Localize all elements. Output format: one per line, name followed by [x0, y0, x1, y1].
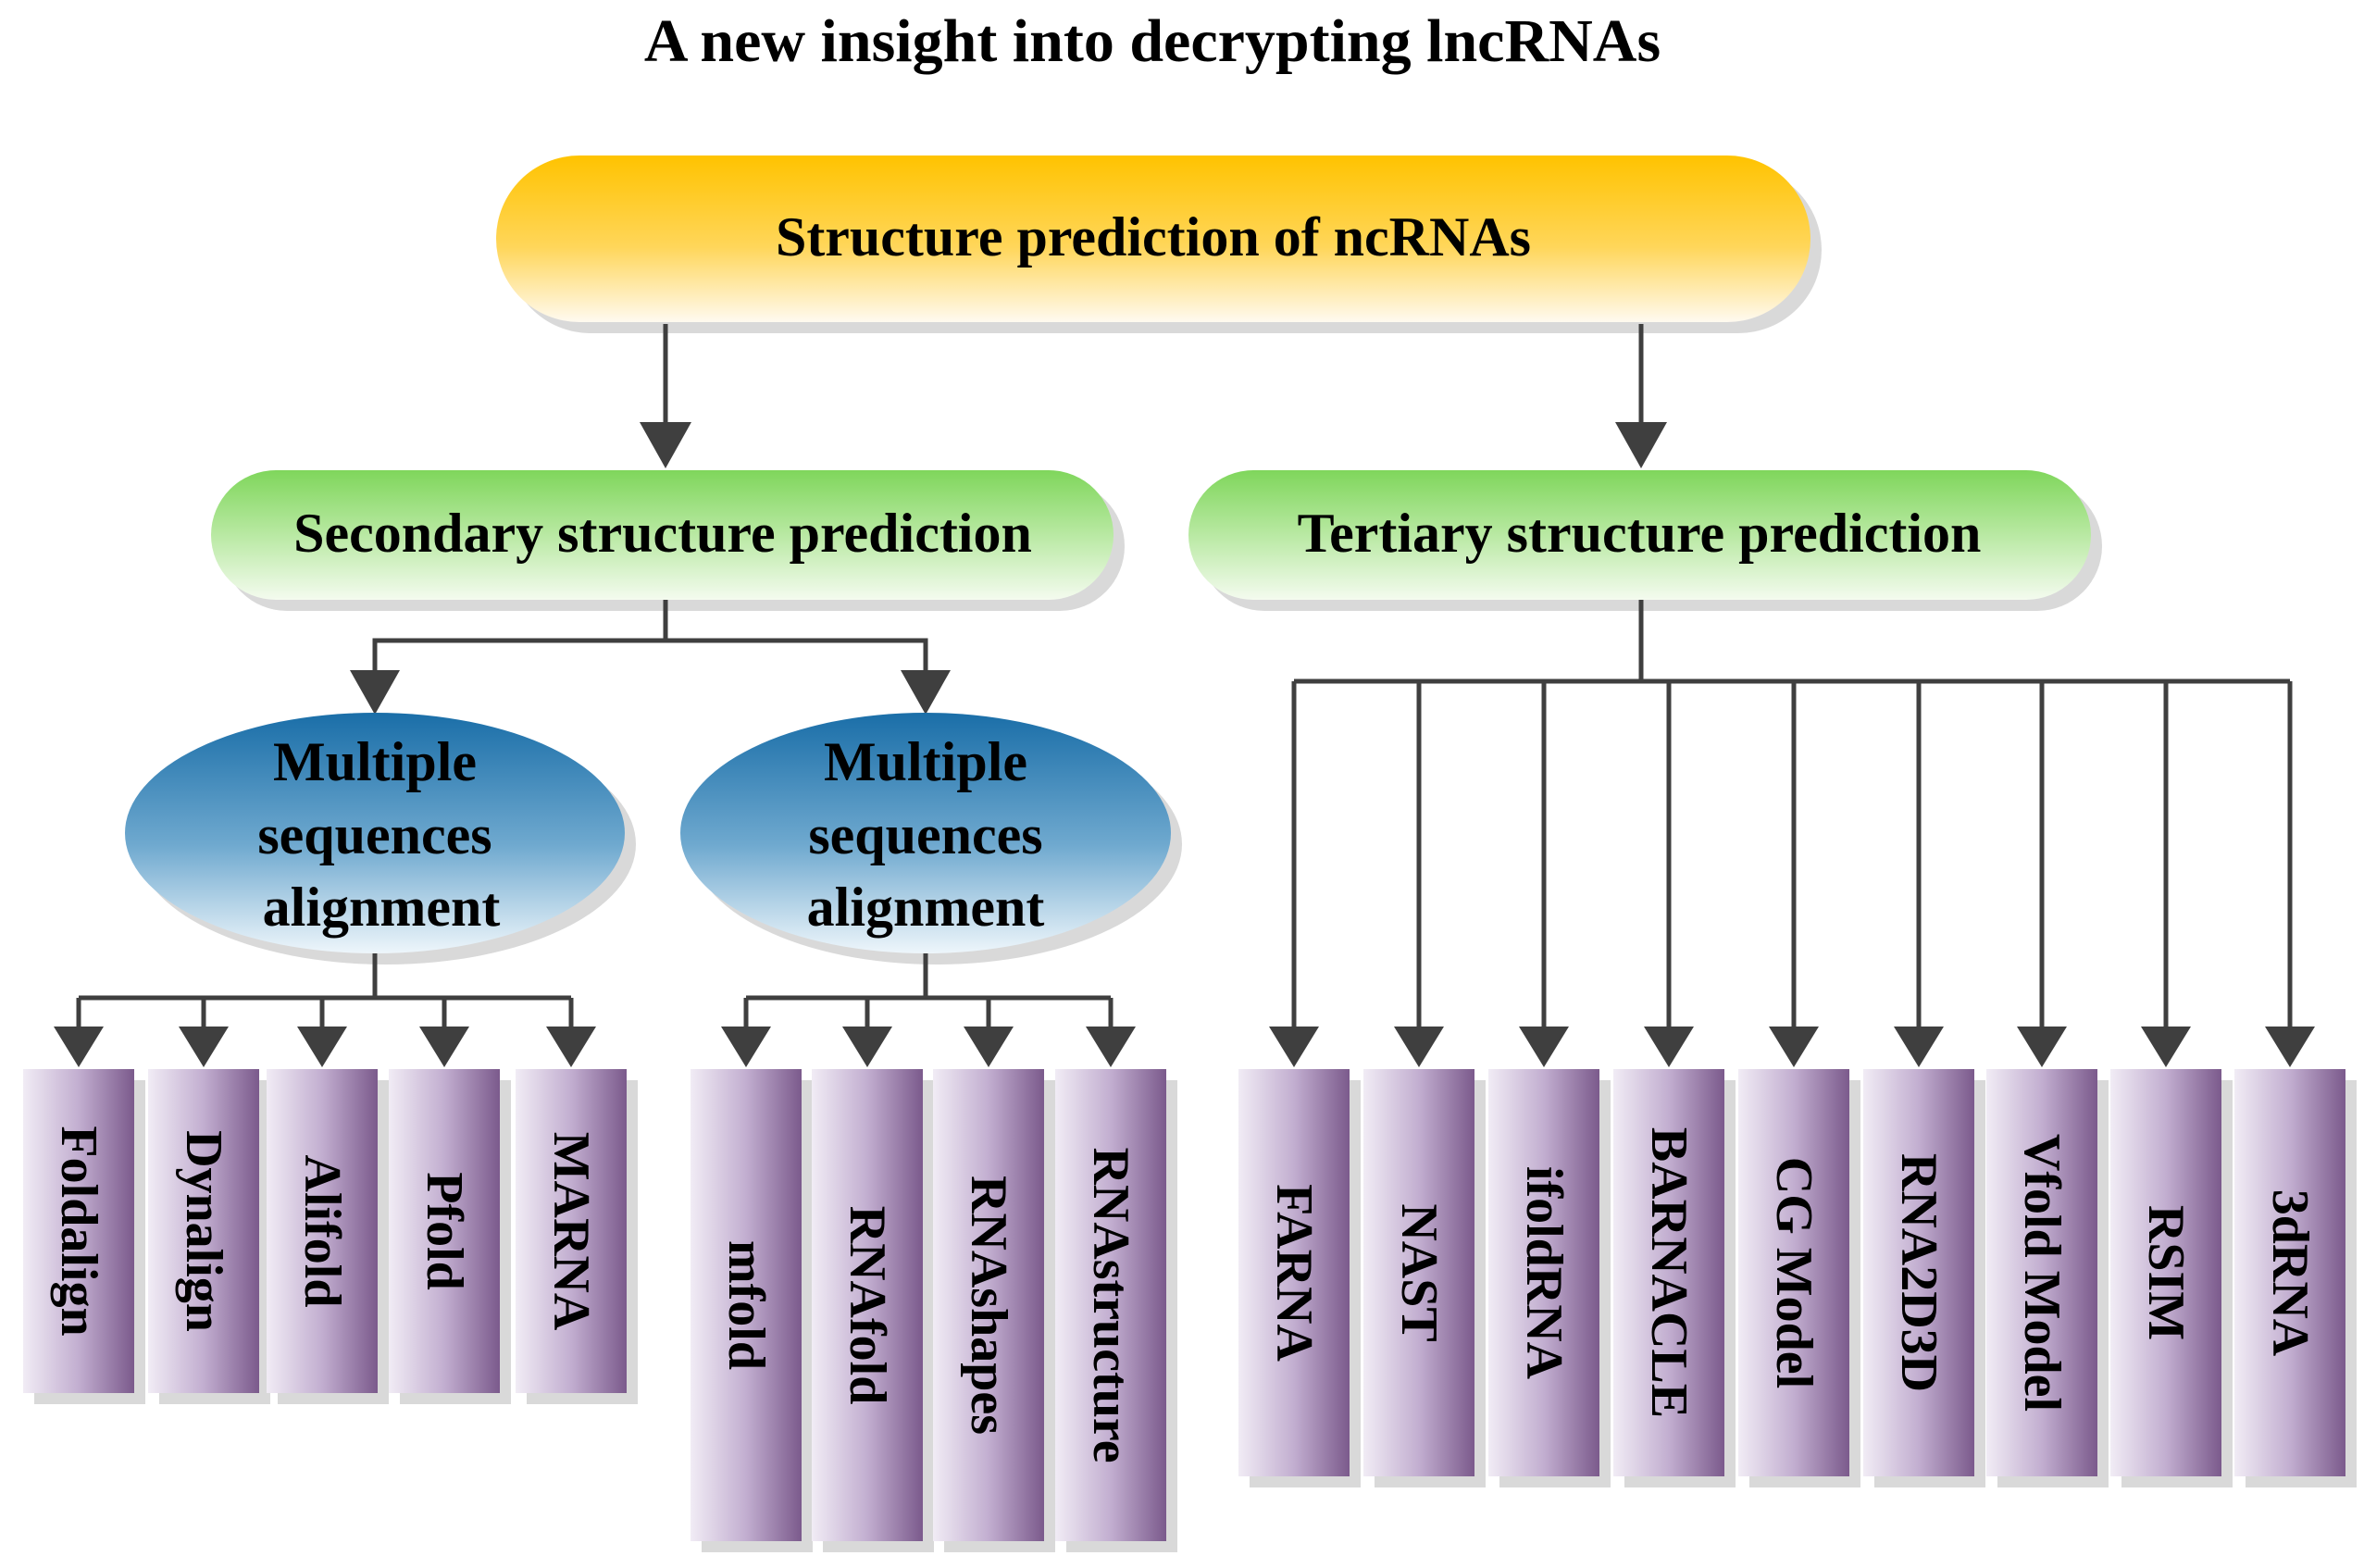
arrowhead-icon: [964, 1027, 1014, 1067]
tool-label: Dynalign: [175, 1130, 232, 1332]
root-node: Structure prediction of ncRNAs: [496, 156, 1822, 333]
tool-box-marna: MARNA: [516, 1069, 638, 1404]
arrowhead-icon: [1894, 1027, 1944, 1067]
tool-box-nast: NAST: [1363, 1069, 1486, 1487]
arrowhead-icon: [1394, 1027, 1444, 1067]
tertiary-node: Tertiary structure prediction: [1188, 470, 2102, 611]
tool-label: Vfold Model: [2013, 1134, 2071, 1412]
oval-2-line-3: alignment: [807, 877, 1045, 938]
tertiary-node-label: Tertiary structure prediction: [1298, 503, 1982, 564]
arrowhead-icon: [1086, 1027, 1136, 1067]
tool-label: FARNA: [1265, 1184, 1323, 1362]
tool-label: Pfold: [416, 1172, 473, 1290]
tool-box-rsim: RSIM: [2110, 1069, 2233, 1487]
arrowhead-icon: [721, 1027, 771, 1067]
alignment-oval-1: Multiple sequences alignment: [125, 713, 636, 964]
oval-2-line-1: Multiple: [824, 731, 1027, 792]
tool-box-rnashapes: RNAshapes: [933, 1069, 1055, 1552]
root-node-label: Structure prediction of ncRNAs: [776, 206, 1531, 268]
tool-box-pfold: Pfold: [389, 1069, 511, 1404]
arrowhead-icon: [1644, 1027, 1694, 1067]
tool-label: Alifold: [293, 1155, 351, 1308]
oval-1-line-2: sequences: [257, 804, 491, 865]
tool-boxes: Foldalign Dynalign Alifold Pfold MARNA mfold R…: [23, 1069, 2357, 1552]
arrowhead-icon: [54, 1027, 104, 1067]
arrowhead-icon: [2265, 1027, 2315, 1067]
arrowhead-icon: [1269, 1027, 1319, 1067]
tool-label: BARNACLE: [1640, 1127, 1698, 1418]
tool-box-rnastructure: RNAstructure: [1055, 1069, 1177, 1552]
arrowhead-icon: [640, 422, 691, 468]
tool-box-barnacle: BARNACLE: [1613, 1069, 1736, 1487]
tool-label: 3dRNA: [2261, 1189, 2319, 1357]
tool-label: RNA2D3D: [1890, 1153, 1947, 1392]
tool-box-cg-model: CG Model: [1738, 1069, 1860, 1487]
tool-box-ifoldrna: ifoldRNA: [1488, 1069, 1611, 1487]
tool-connectors: [54, 600, 2315, 1067]
arrowhead-icon: [350, 670, 400, 715]
tool-box-dynalign: Dynalign: [148, 1069, 270, 1404]
arrowhead-icon: [1519, 1027, 1569, 1067]
arrowhead-icon: [1769, 1027, 1819, 1067]
oval-2-line-2: sequences: [808, 804, 1042, 865]
arrowhead-icon: [179, 1027, 229, 1067]
tool-label: RNAstructure: [1082, 1147, 1139, 1462]
arrowhead-icon: [2141, 1027, 2191, 1067]
arrowhead-icon: [546, 1027, 596, 1067]
tool-box-farna: FARNA: [1238, 1069, 1361, 1487]
tool-label: NAST: [1390, 1203, 1448, 1341]
arrowhead-icon: [419, 1027, 469, 1067]
tool-box-alifold: Alifold: [267, 1069, 389, 1404]
tool-box-3drna: 3dRNA: [2234, 1069, 2357, 1487]
oval-1-line-1: Multiple: [273, 731, 477, 792]
diagram-title: A new insight into decrypting lncRNAs: [644, 7, 1661, 75]
tool-box-rna2d3d: RNA2D3D: [1863, 1069, 1985, 1487]
secondary-node-label: Secondary structure prediction: [293, 503, 1032, 564]
arrowhead-icon: [2017, 1027, 2067, 1067]
arrowhead-icon: [1615, 422, 1667, 468]
alignment-oval-2: Multiple sequences alignment: [680, 713, 1182, 964]
tool-label: MARNA: [542, 1132, 600, 1331]
tool-label: RNAfold: [839, 1206, 896, 1405]
tool-label: CG Model: [1765, 1157, 1823, 1388]
arrowhead-icon: [901, 670, 951, 715]
root-connectors: [640, 324, 1667, 468]
arrowhead-icon: [842, 1027, 892, 1067]
secondary-connectors: [350, 600, 951, 715]
tool-label: ifoldRNA: [1515, 1166, 1573, 1380]
oval-1-line-3: alignment: [263, 877, 501, 938]
tool-box-vfold-model: Vfold Model: [1986, 1069, 2109, 1487]
tool-label: RSIM: [2137, 1205, 2195, 1340]
tool-box-foldalign: Foldalign: [23, 1069, 145, 1404]
secondary-node: Secondary structure prediction: [211, 470, 1125, 611]
tool-box-rnafold: RNAfold: [812, 1069, 934, 1552]
tool-label: mfold: [717, 1240, 775, 1370]
arrowhead-icon: [297, 1027, 347, 1067]
tool-box-mfold: mfold: [691, 1069, 813, 1552]
tool-label: Foldalign: [50, 1126, 107, 1336]
tool-label: RNAshapes: [960, 1176, 1017, 1435]
